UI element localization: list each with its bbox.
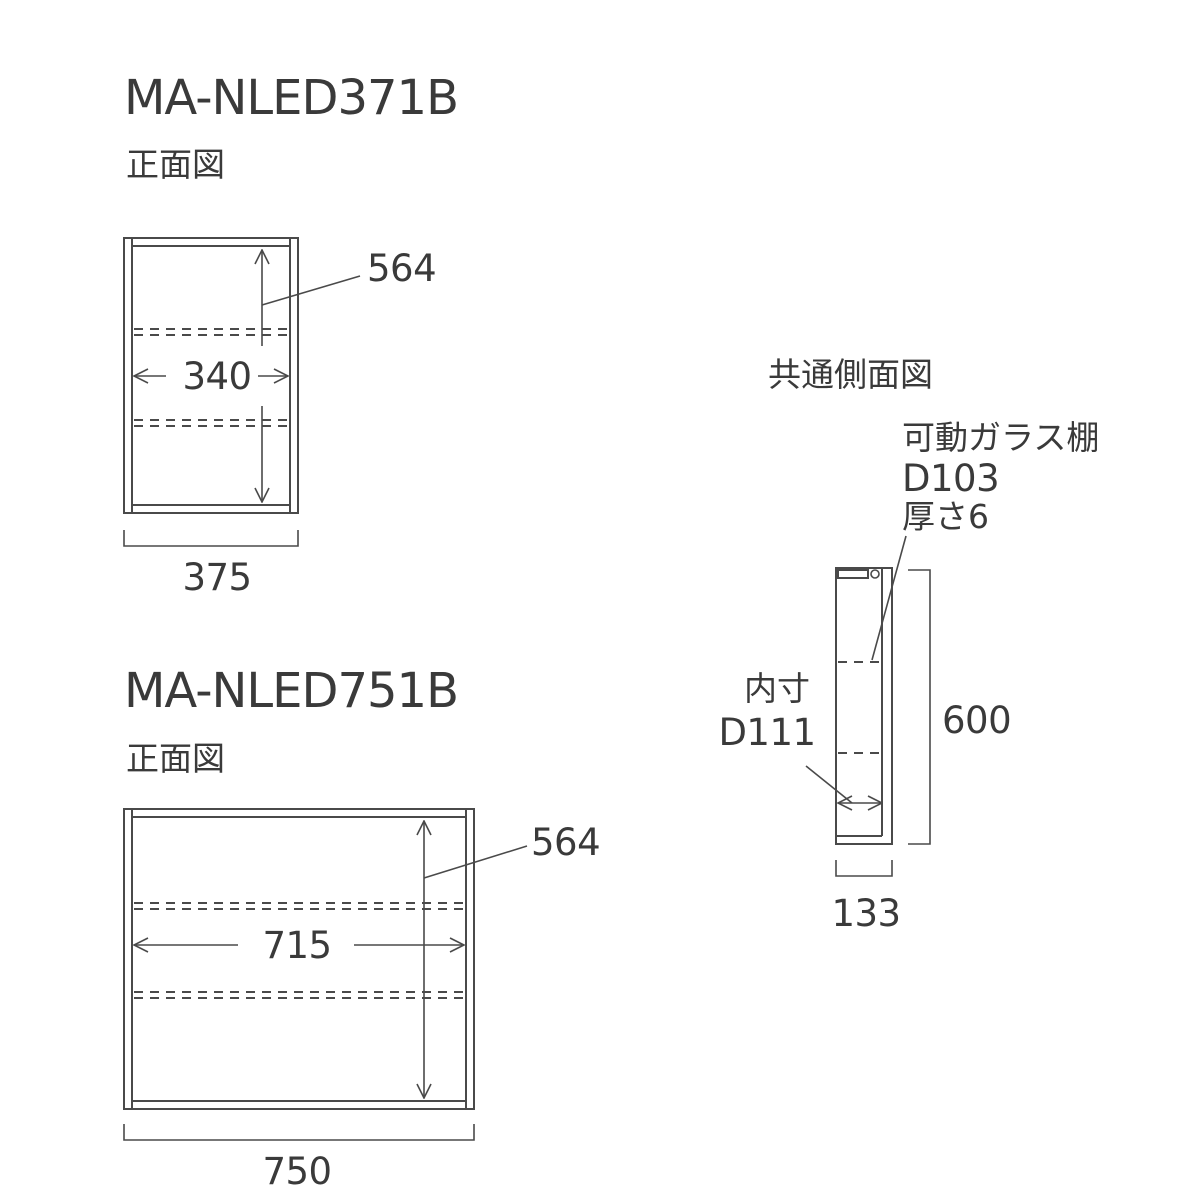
side-cabinet-outline (835, 567, 893, 845)
side-led-unit (870, 569, 880, 579)
inner-depth-leader (805, 765, 853, 804)
model-a-height-dim: 564 (367, 247, 436, 290)
model-b-left-side-panel (123, 808, 133, 1110)
model-b-view-label: 正面図 (126, 739, 225, 778)
model-b-cabinet (123, 808, 475, 1110)
model-a-front-view: MA-NLED371B 正面図 564 340 375 (123, 70, 459, 599)
model-b-title: MA-NLED751B (124, 663, 458, 719)
model-b-outer-width-dim: 750 (262, 1150, 331, 1191)
inner-label-line1: 内寸 (744, 669, 810, 708)
side-height-dim: 600 (942, 699, 1011, 742)
model-a-right-side-panel (289, 237, 299, 514)
model-a-left-side-panel (123, 237, 133, 514)
side-cabinet (835, 567, 893, 845)
inner-label-line2: D111 (718, 711, 815, 754)
shelf-note-line3: 厚さ6 (902, 497, 989, 536)
model-b-outer-width-bracket (123, 1124, 475, 1141)
model-a-view-label: 正面図 (126, 145, 225, 184)
side-view-label: 共通側面図 (768, 355, 933, 394)
model-b-height-leader (423, 845, 528, 879)
model-b-height-dim: 564 (531, 821, 600, 864)
common-side-view: 共通側面図 可動ガラス棚 D103 厚さ6 内寸 D111 600 133 (718, 355, 1099, 935)
model-a-inner-width-dim: 340 (182, 355, 251, 398)
model-a-outer-width-bracket (123, 530, 299, 547)
model-a-height-leader (261, 275, 361, 306)
model-a-bottom-panel (131, 504, 291, 514)
shelf-note-line1: 可動ガラス棚 (902, 418, 1099, 457)
side-depth-dim: 133 (831, 892, 900, 935)
side-depth-bracket (835, 860, 893, 877)
side-top-lighting (837, 569, 869, 579)
model-b-front-view: MA-NLED751B 正面図 564 715 750 (123, 663, 601, 1191)
side-height-bracket (908, 569, 931, 845)
model-b-inner-width-dim: 715 (262, 924, 331, 967)
model-b-bottom-panel (131, 1100, 467, 1110)
model-b-right-side-panel (465, 808, 475, 1110)
model-a-title: MA-NLED371B (124, 70, 458, 126)
shelf-note-line2: D103 (902, 457, 999, 500)
model-a-top-panel (131, 237, 291, 247)
shelf-note-leader (871, 535, 907, 661)
model-a-cabinet (123, 237, 299, 514)
model-a-outer-width-dim: 375 (182, 556, 251, 599)
model-b-top-panel (131, 808, 467, 818)
